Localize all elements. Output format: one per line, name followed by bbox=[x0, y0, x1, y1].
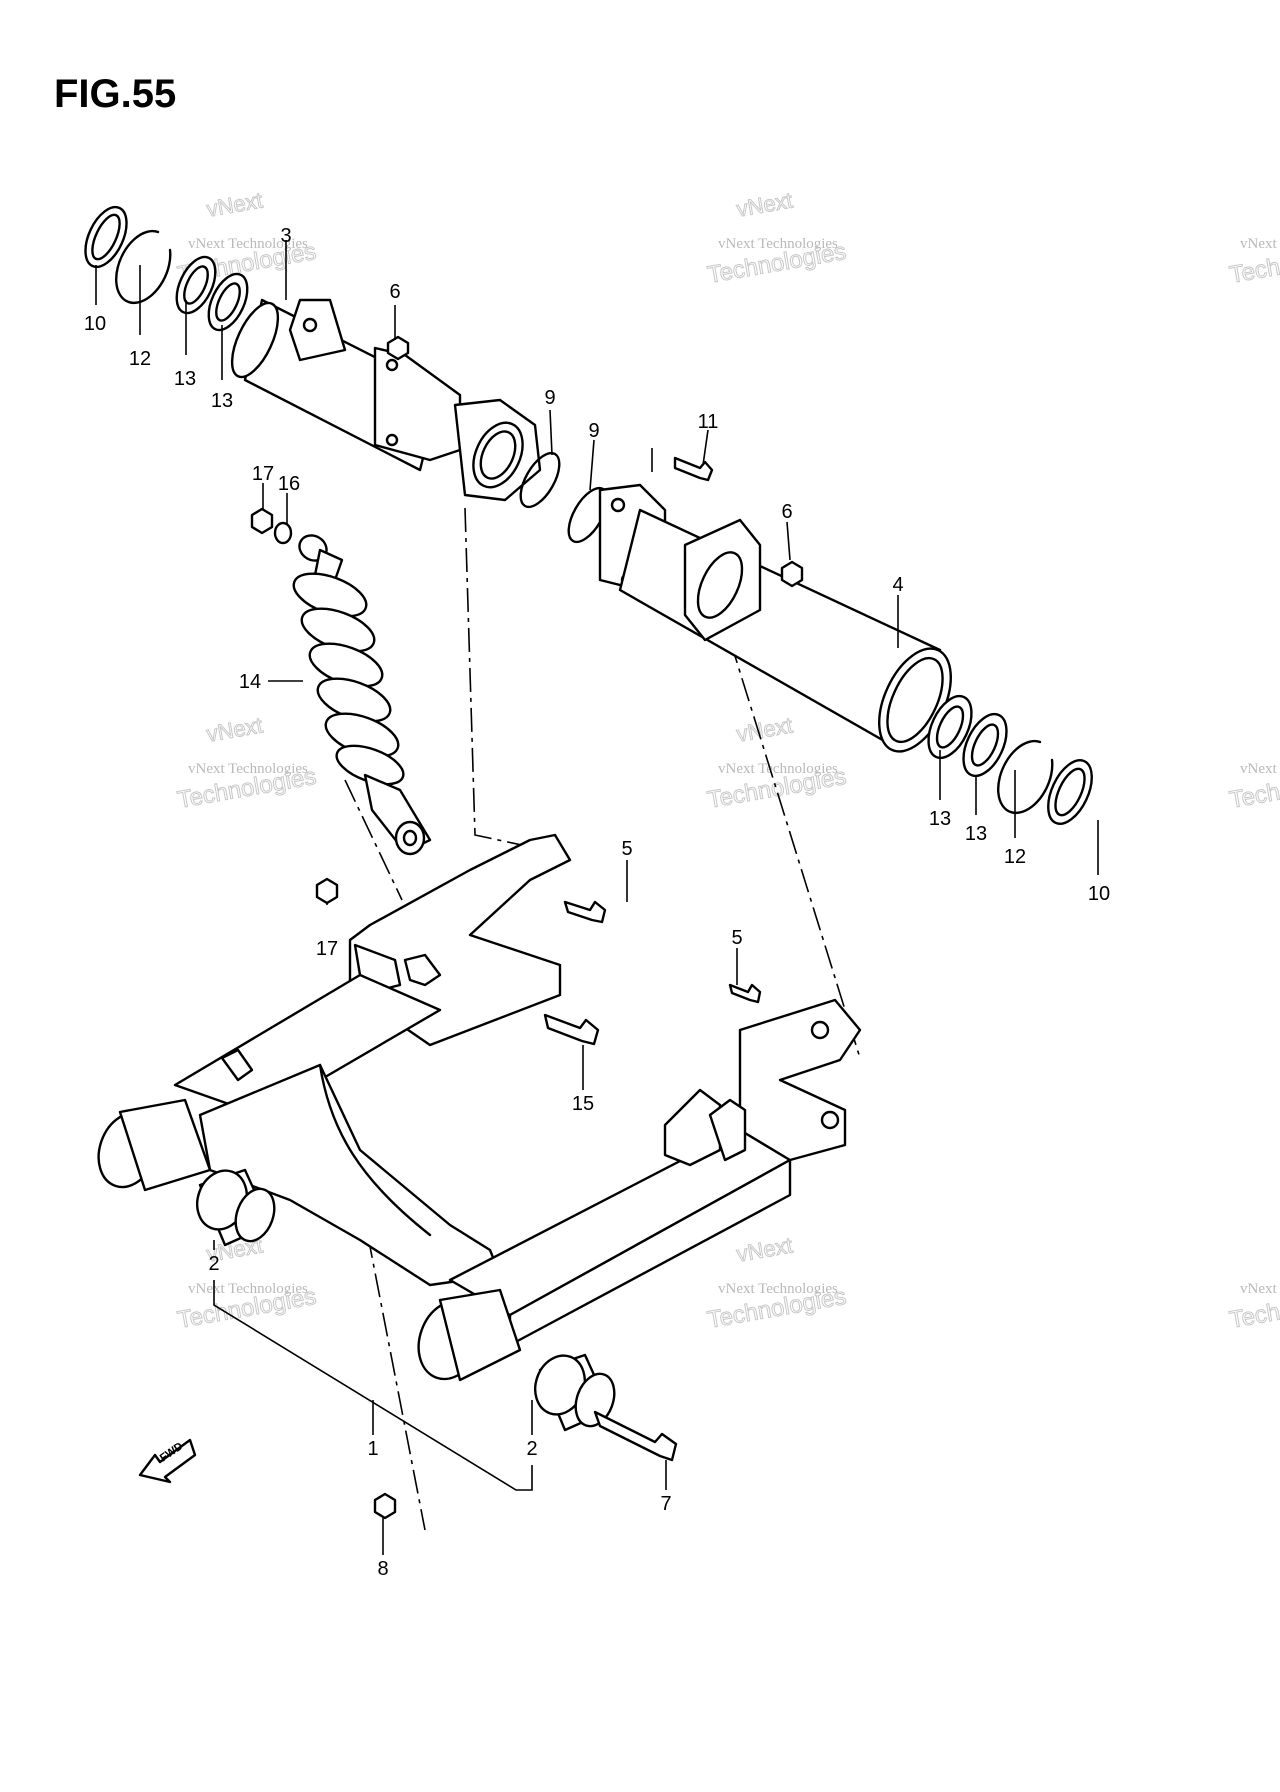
callout-2: 2 bbox=[208, 1253, 219, 1275]
callout-12: 12 bbox=[1004, 846, 1026, 868]
callout-2: 2 bbox=[526, 1438, 537, 1460]
callout-17: 17 bbox=[252, 463, 274, 485]
bushings bbox=[196, 1168, 616, 1432]
figure-title: FIG.55 bbox=[54, 72, 177, 116]
callout-4: 4 bbox=[892, 574, 903, 596]
callout-7: 7 bbox=[660, 1493, 671, 1515]
watermark-text: vNext bbox=[1240, 1281, 1277, 1297]
callout-9: 9 bbox=[588, 420, 599, 442]
watermark-text: vNext Technologies bbox=[188, 761, 308, 777]
watermark-text: vNext bbox=[205, 187, 265, 221]
watermark-text: vNext bbox=[735, 187, 795, 221]
callout-5: 5 bbox=[621, 838, 632, 860]
callout-13: 13 bbox=[929, 808, 951, 830]
callout-1: 1 bbox=[367, 1438, 378, 1460]
callout-14: 14 bbox=[239, 671, 261, 693]
watermark-text: vNext bbox=[205, 712, 265, 746]
callout-11: 11 bbox=[698, 411, 719, 433]
callout-10: 10 bbox=[1088, 883, 1110, 905]
callout-15: 15 bbox=[572, 1093, 594, 1115]
watermark: vNext Technologies bbox=[1227, 236, 1280, 289]
watermark-text: vNext bbox=[1240, 236, 1277, 252]
watermark-text: vNext bbox=[1240, 761, 1277, 777]
watermark: vNext Technologies bbox=[1227, 1281, 1280, 1334]
pivot-shaft-right bbox=[567, 456, 1093, 825]
callout-8: 8 bbox=[377, 1558, 388, 1580]
callout-13: 13 bbox=[174, 368, 196, 390]
leader-lines bbox=[95, 240, 1099, 1555]
callout-12: 12 bbox=[129, 348, 151, 370]
watermark: vNext vNext Technologies Technologies bbox=[175, 1232, 319, 1334]
watermark-text: vNext bbox=[735, 1232, 795, 1266]
swing-arm bbox=[97, 833, 862, 1382]
callout-3: 3 bbox=[280, 225, 291, 247]
callout-numbers: 10 12 13 13 3 6 9 9 11 6 17 16 4 14 13 1… bbox=[84, 225, 1110, 1580]
watermark-text: vNext Technologies bbox=[718, 1281, 838, 1297]
fwd-arrow-icon: FWD bbox=[138, 1438, 197, 1484]
watermark: vNext vNext Technologies Technologies bbox=[705, 1232, 849, 1334]
watermark-text: vNext Technologies bbox=[188, 236, 308, 252]
callout-6: 6 bbox=[389, 281, 400, 303]
watermark-text: vNext bbox=[735, 712, 795, 746]
callout-17: 17 bbox=[316, 938, 338, 960]
fasteners bbox=[315, 877, 762, 1520]
watermark: vNext vNext Technologies Technologies bbox=[705, 187, 849, 289]
watermark: vNext vNext Technologies Technologies bbox=[705, 712, 849, 814]
callout-5: 5 bbox=[731, 927, 742, 949]
watermark: vNext Technologies bbox=[1227, 761, 1280, 814]
watermark-text: vNext Technologies bbox=[188, 1281, 308, 1297]
callout-16: 16 bbox=[278, 473, 300, 495]
pivot-shaft-left bbox=[84, 205, 561, 509]
watermark-text: vNext Technologies bbox=[718, 236, 838, 252]
watermark: vNext vNext Technologies Technologies bbox=[175, 712, 319, 814]
callout-13: 13 bbox=[965, 823, 987, 845]
callout-9: 9 bbox=[544, 387, 555, 409]
callout-6: 6 bbox=[781, 501, 792, 523]
callout-10: 10 bbox=[84, 313, 106, 335]
callout-13: 13 bbox=[211, 390, 233, 412]
shock-absorber bbox=[250, 507, 432, 856]
watermark-text: vNext Technologies bbox=[718, 761, 838, 777]
